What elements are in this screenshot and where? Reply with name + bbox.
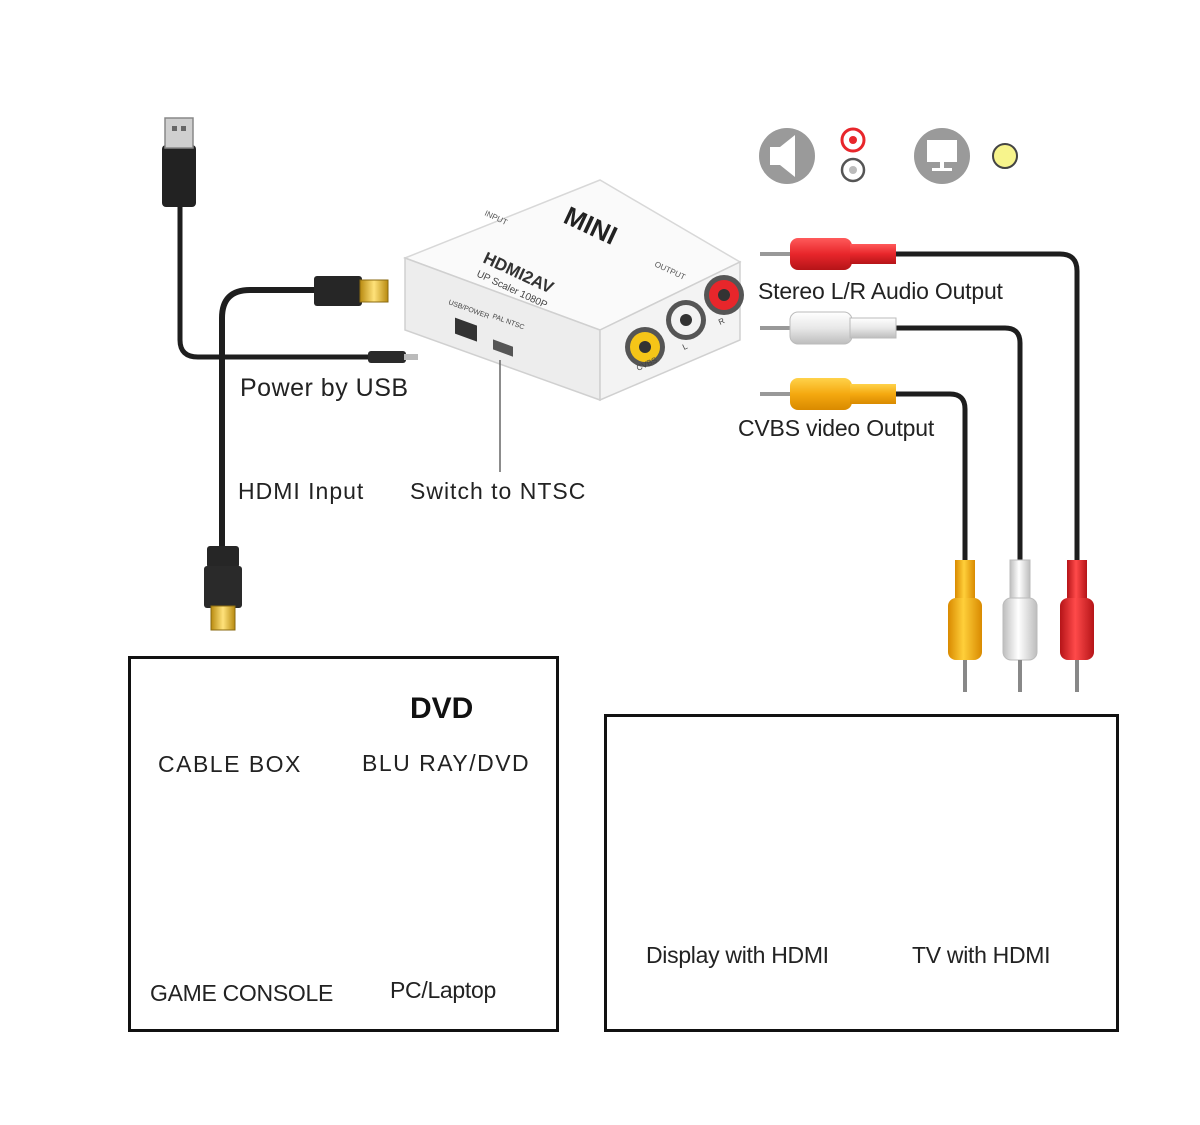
power-label: Power by USB: [240, 374, 409, 402]
tv-label: TV with HDMI: [912, 942, 1051, 968]
cable-box-label: CABLE BOX: [158, 751, 302, 777]
monitor-label: Display with HDMI: [646, 942, 829, 968]
switch-ntsc-label: Switch to NTSC: [410, 478, 587, 504]
yellow-jack: [625, 327, 665, 367]
jack-label-r: R: [717, 316, 726, 327]
white-rca-icon: [840, 157, 866, 183]
game-console-label: GAME CONSOLE: [150, 980, 333, 1006]
hdmi2av-adapter: [402, 179, 744, 402]
dvd-logo-text: DVD: [410, 692, 474, 725]
monitor-icon: [914, 128, 970, 184]
jack-label-l: L: [681, 342, 689, 352]
rca-cables: [760, 238, 1094, 692]
audio-output-label: Stereo L/R Audio Output: [758, 278, 1003, 304]
red-rca-icon: [840, 127, 866, 153]
hdmi-cable: [204, 276, 389, 631]
speaker-icon: [759, 128, 815, 184]
pc-label: PC/Laptop: [390, 977, 496, 1003]
hdmi-input-label: HDMI Input: [238, 478, 365, 504]
yellow-rca-icon: [992, 143, 1018, 169]
white-jack: [666, 300, 706, 340]
displays-box: [604, 714, 1119, 1032]
bluray-label: BLU RAY/DVD: [362, 750, 531, 776]
usb-cable: [162, 117, 418, 363]
red-jack: [704, 275, 744, 315]
video-output-label: CVBS video Output: [738, 415, 935, 441]
sources-box: [128, 656, 559, 1032]
